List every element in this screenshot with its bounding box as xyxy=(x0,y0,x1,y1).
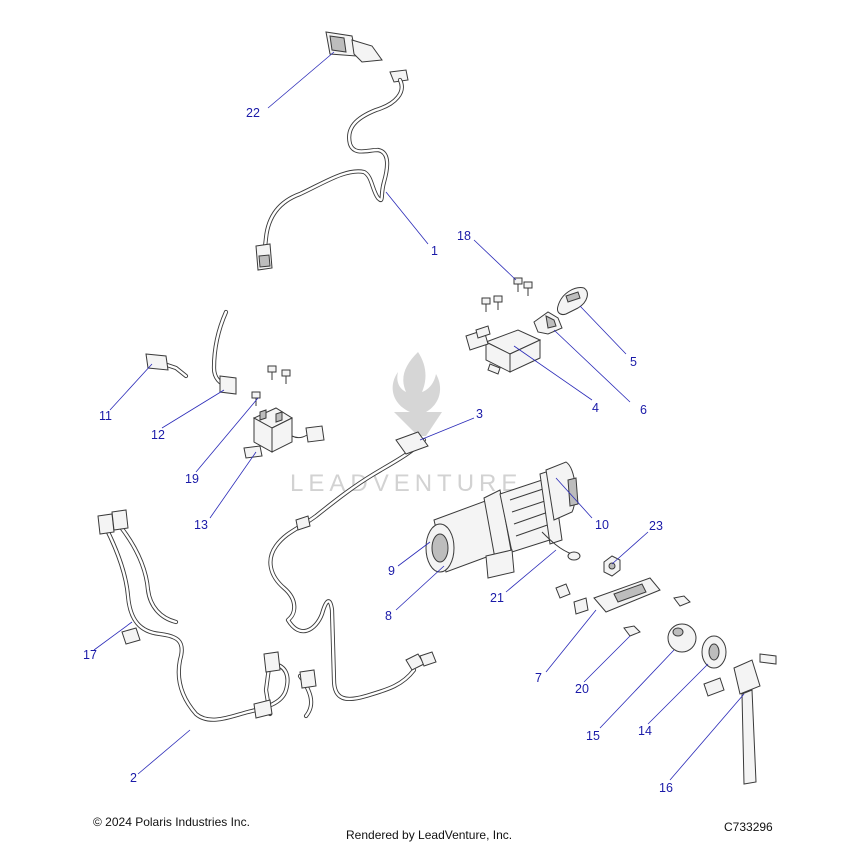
callout-13[interactable]: 13 xyxy=(194,518,208,532)
part-15-stopper xyxy=(667,623,697,653)
callout-7[interactable]: 7 xyxy=(535,671,542,685)
leader-19 xyxy=(195,397,259,473)
watermark-v-icon xyxy=(394,412,442,436)
callout-labels: 22 1 18 5 4 6 11 12 19 3 13 10 23 9 8 21… xyxy=(83,106,673,795)
part-7-fairlead xyxy=(555,577,661,615)
watermark-text: LEADVENTURE xyxy=(290,470,522,497)
callout-16[interactable]: 16 xyxy=(659,781,673,795)
callout-1[interactable]: 1 xyxy=(431,244,438,258)
callout-6[interactable]: 6 xyxy=(640,403,647,417)
part-19-screws xyxy=(251,365,291,406)
part-23-nut xyxy=(603,555,621,577)
part-3-harness xyxy=(268,431,437,701)
callout-23[interactable]: 23 xyxy=(649,519,663,533)
part-12-cable xyxy=(211,309,237,395)
leader-2 xyxy=(137,729,191,775)
leader-21 xyxy=(505,549,557,593)
part-5-remote xyxy=(557,287,588,315)
part-2-harness xyxy=(97,509,317,722)
callout-8[interactable]: 8 xyxy=(385,609,392,623)
callout-2[interactable]: 2 xyxy=(130,771,137,785)
leader-22 xyxy=(267,51,335,109)
leader-13 xyxy=(209,451,257,519)
callout-18[interactable]: 18 xyxy=(457,229,471,243)
leader-3 xyxy=(419,417,475,441)
copyright-text: © 2024 Polaris Industries Inc. xyxy=(93,815,250,829)
callout-20[interactable]: 20 xyxy=(575,682,589,696)
part-18-screws xyxy=(481,277,533,312)
leader-11 xyxy=(109,363,153,411)
leader-17 xyxy=(93,621,133,651)
callout-15[interactable]: 15 xyxy=(586,729,600,743)
diagram-code: C733296 xyxy=(724,820,773,834)
part-winch xyxy=(425,461,581,579)
part-13-solenoid xyxy=(243,407,325,459)
callout-10[interactable]: 10 xyxy=(595,518,609,532)
part-16-hook xyxy=(703,653,777,785)
watermark-flame-icon xyxy=(392,352,441,412)
leader-9 xyxy=(397,541,431,567)
callout-3[interactable]: 3 xyxy=(476,407,483,421)
leader-18 xyxy=(473,239,517,281)
callout-9[interactable]: 9 xyxy=(388,564,395,578)
leader-8 xyxy=(395,565,445,611)
callout-14[interactable]: 14 xyxy=(638,724,652,738)
part-1-harness xyxy=(255,77,404,271)
callout-22[interactable]: 22 xyxy=(246,106,260,120)
rendered-by-text: Rendered by LeadVenture, Inc. xyxy=(346,828,513,842)
callout-19[interactable]: 19 xyxy=(185,472,199,486)
leader-12 xyxy=(161,389,225,429)
callout-12[interactable]: 12 xyxy=(151,428,165,442)
leader-4 xyxy=(513,345,593,401)
part-4-module xyxy=(465,325,542,375)
leader-23 xyxy=(611,531,649,565)
callout-5[interactable]: 5 xyxy=(630,355,637,369)
part-14-roller xyxy=(701,635,727,669)
leader-6 xyxy=(553,329,631,403)
leader-lines xyxy=(93,51,745,781)
part-22-connector xyxy=(325,31,409,83)
part-11-cable xyxy=(145,353,189,379)
leader-15 xyxy=(599,649,675,729)
callout-4[interactable]: 4 xyxy=(592,401,599,415)
leader-14 xyxy=(647,663,709,725)
part-20-bolts xyxy=(623,595,691,637)
leader-5 xyxy=(579,305,627,355)
callout-21[interactable]: 21 xyxy=(490,591,504,605)
callout-11[interactable]: 11 xyxy=(99,409,112,423)
part-8-motor-cap xyxy=(431,533,449,563)
leader-20 xyxy=(583,635,631,683)
leader-1 xyxy=(385,191,429,245)
callout-17[interactable]: 17 xyxy=(83,648,97,662)
leader-16 xyxy=(669,693,745,781)
part-6-clip xyxy=(533,311,563,335)
leader-7 xyxy=(545,609,597,673)
leader-10 xyxy=(555,477,593,519)
watermark: LEADVENTURE xyxy=(290,352,522,497)
